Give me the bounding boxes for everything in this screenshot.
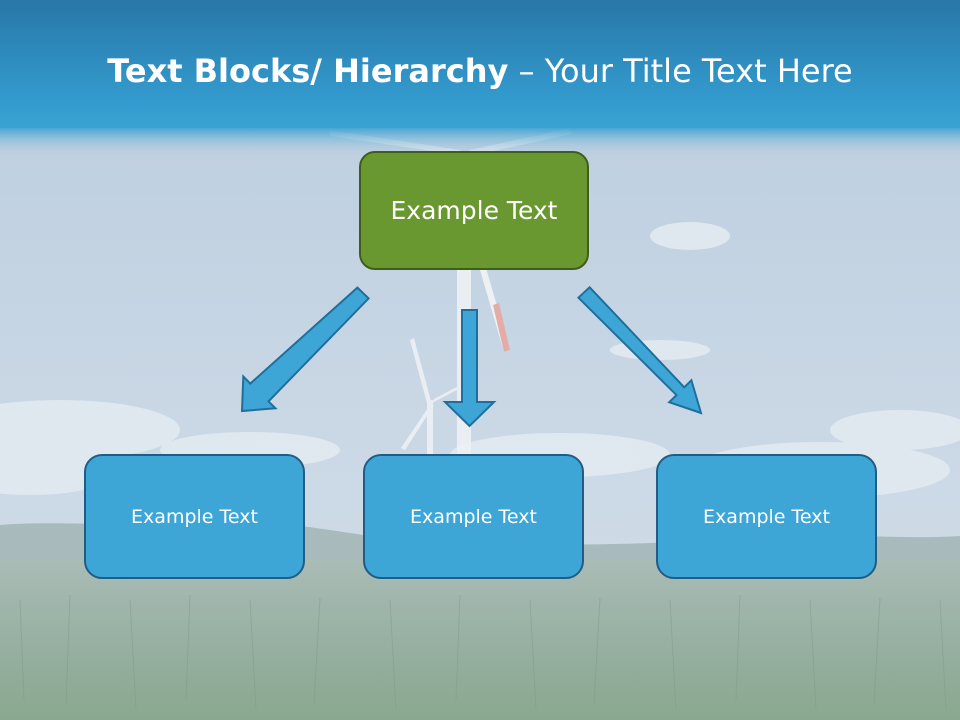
field-texture [19, 594, 947, 711]
title-dash: – [508, 52, 545, 90]
title-rest: Your Title Text Here [544, 52, 853, 90]
header-band [0, 0, 960, 128]
child-box-left: Example Text [84, 454, 305, 579]
child-box-center: Example Text [363, 454, 584, 579]
title-bold: Text Blocks/ Hierarchy [107, 52, 509, 90]
top-level-label: Example Text [390, 196, 558, 225]
arrow-center [442, 309, 497, 428]
top-level-box: Example Text [359, 151, 589, 270]
child-box-right-label: Example Text [703, 505, 830, 528]
child-box-left-label: Example Text [131, 505, 258, 528]
child-box-right: Example Text [656, 454, 877, 579]
slide-title: Text Blocks/ Hierarchy – Your Title Text… [0, 52, 960, 90]
arrow-right [576, 285, 703, 415]
arrow-left [240, 286, 371, 413]
field [0, 560, 960, 720]
child-box-center-label: Example Text [410, 505, 537, 528]
